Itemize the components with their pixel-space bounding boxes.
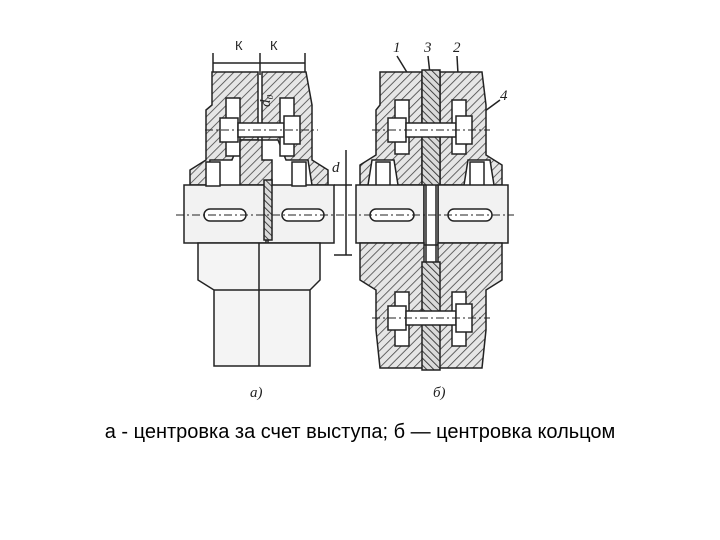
figure-b-centering-by-ring: 1 3 2 4 bbox=[348, 40, 514, 401]
centering-projection bbox=[239, 139, 273, 186]
part-label-2: 2 bbox=[453, 40, 461, 56]
k-left-label: К bbox=[235, 38, 243, 53]
d0-label: d₀ bbox=[258, 94, 274, 107]
figure-caption: а - центровка за счет выступа; б — центр… bbox=[104, 421, 616, 443]
bolt-b-upper bbox=[372, 115, 490, 145]
k-dimension: К К bbox=[212, 38, 306, 75]
k-right-label: К bbox=[270, 38, 278, 53]
figure-a-centering-by-projection: К К d₀ bbox=[176, 38, 352, 401]
d-label: d bbox=[332, 160, 340, 176]
bolt-b-lower bbox=[372, 303, 490, 333]
sublabel-a: а) bbox=[250, 385, 263, 401]
part-label-3: 3 bbox=[423, 40, 432, 56]
d-dimension: d bbox=[332, 150, 352, 256]
keyway-right-b bbox=[447, 208, 493, 222]
part-label-1: 1 bbox=[393, 40, 401, 56]
bolt-a bbox=[205, 115, 318, 145]
sublabel-b: б) bbox=[433, 385, 446, 401]
part-label-4: 4 bbox=[500, 88, 508, 104]
